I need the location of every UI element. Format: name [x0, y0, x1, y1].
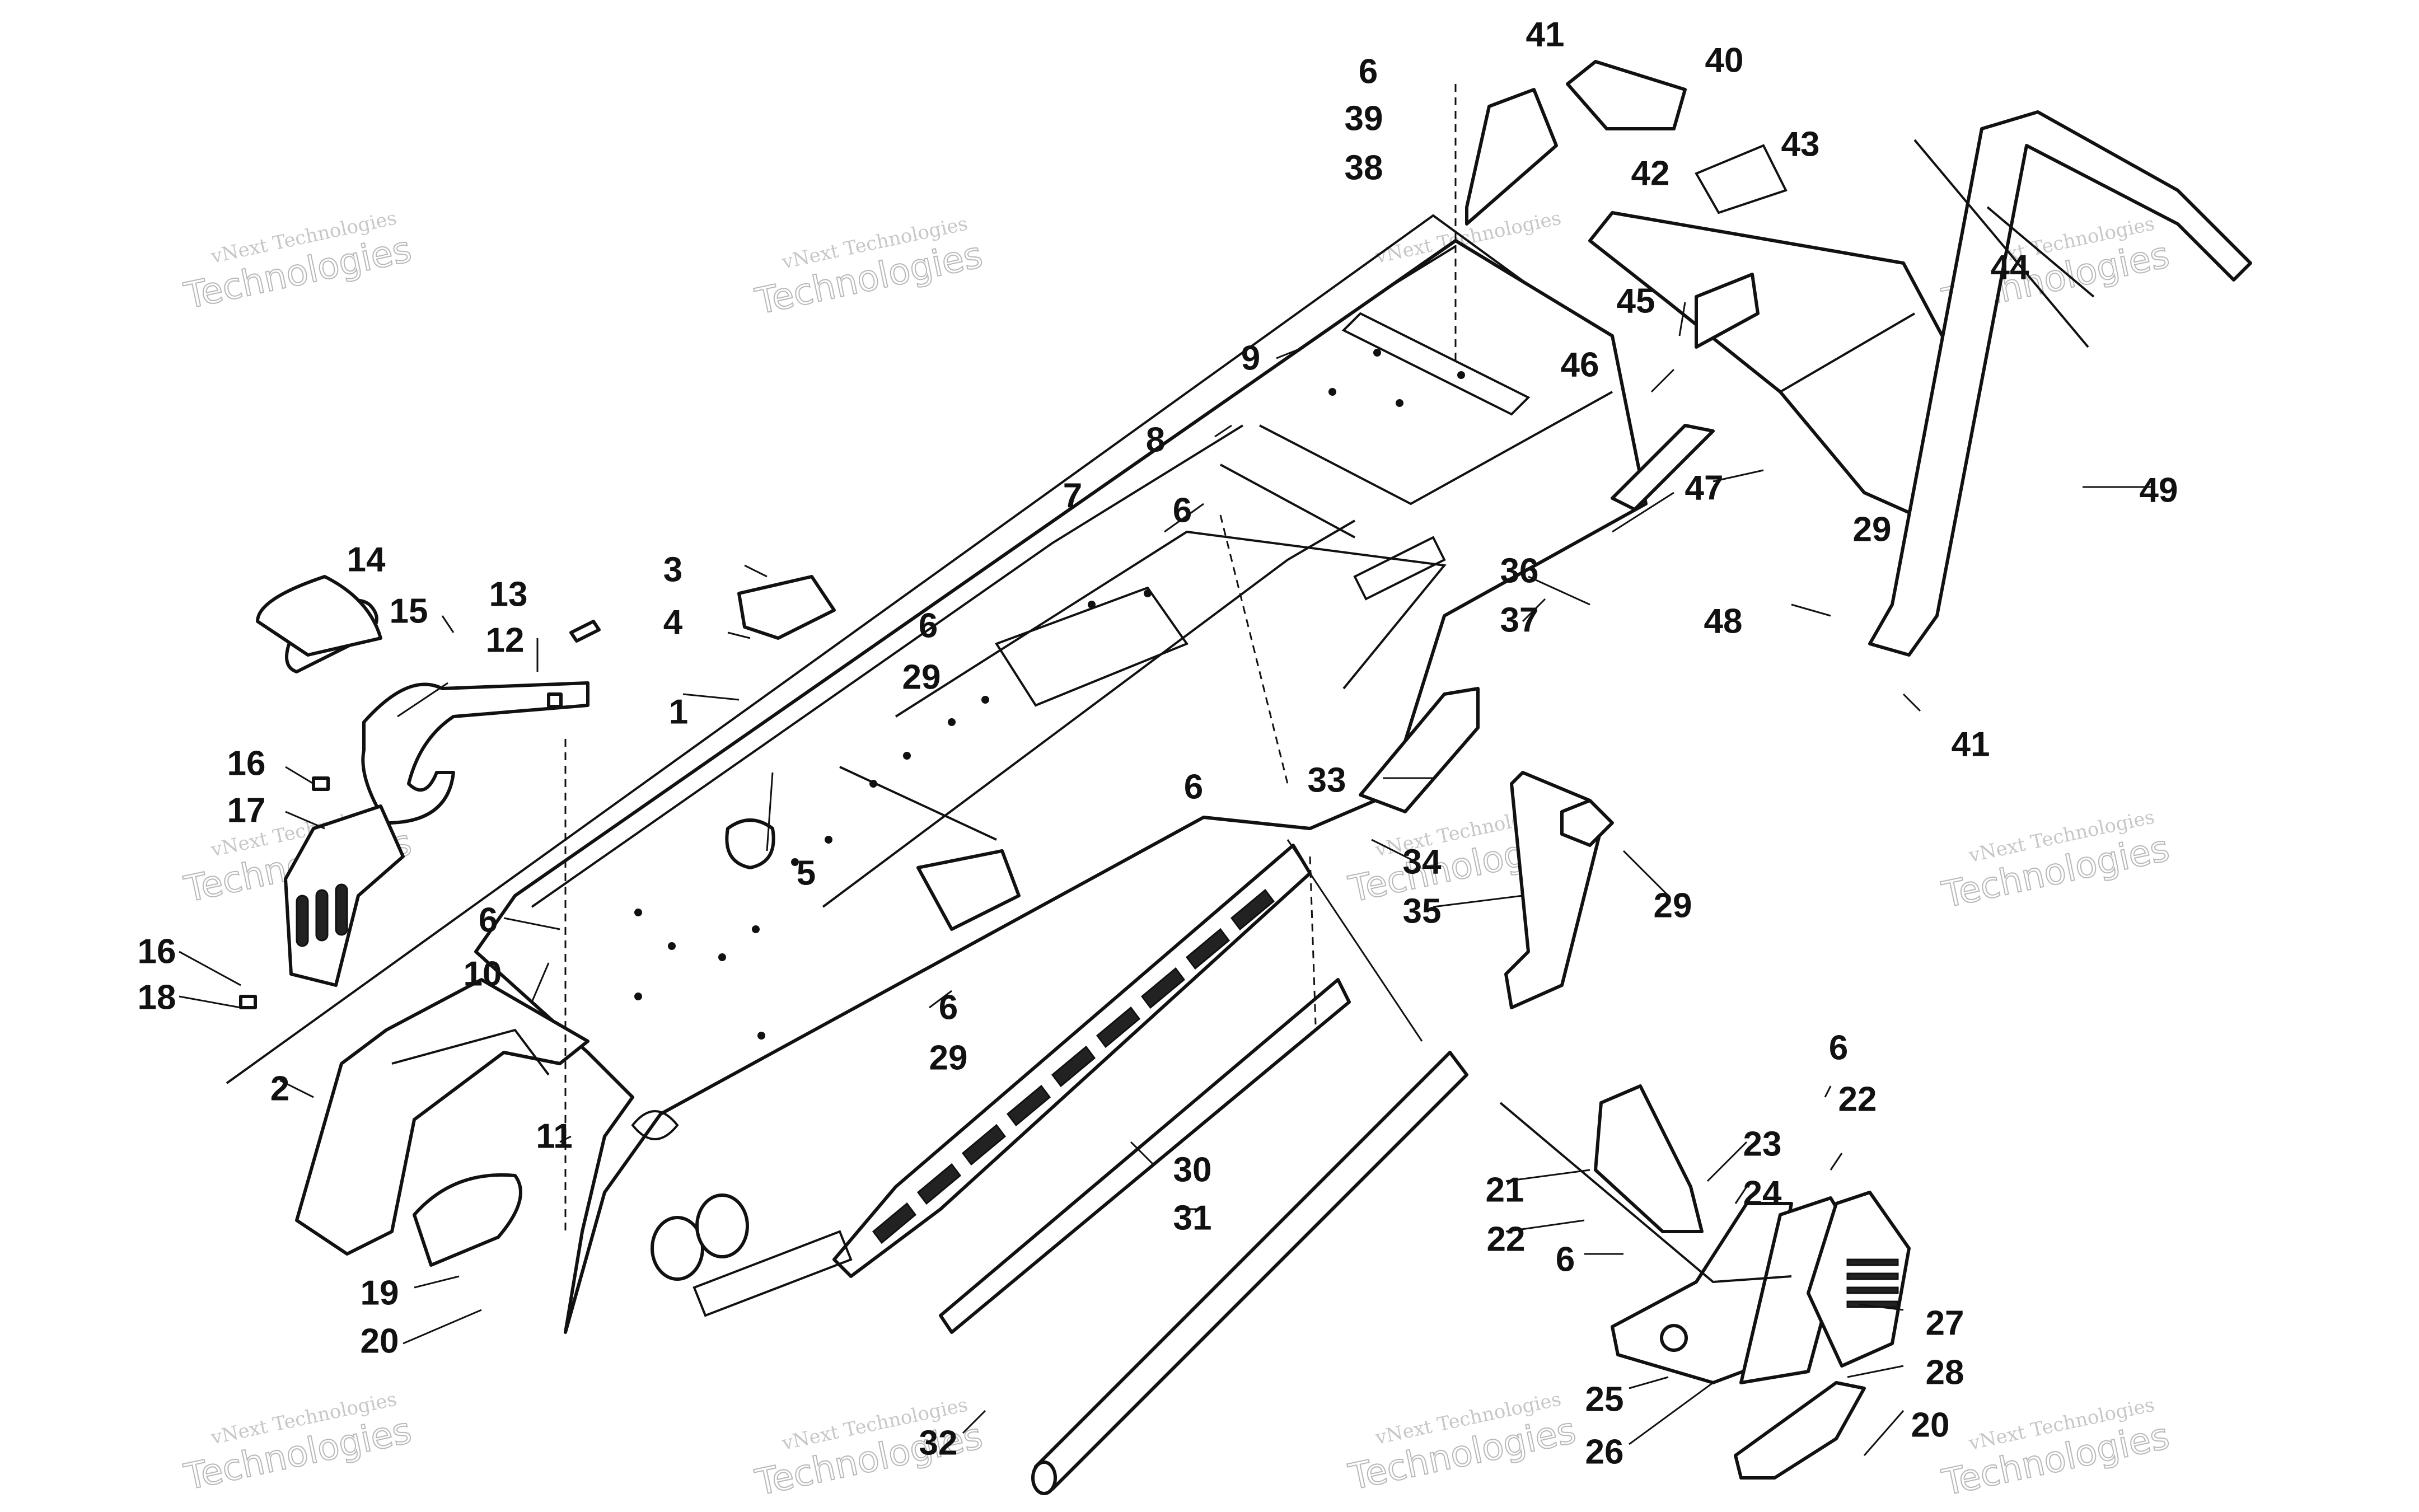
callout-8: 8	[1146, 421, 1165, 460]
callout-labels: 1 2 3 4 5 6 6 6 6 6 6 6 6 6 7 8 9 10 11 …	[138, 16, 2178, 1472]
callout-17: 17	[227, 792, 266, 830]
callout-33: 33	[1308, 761, 1346, 800]
callout-34: 34	[1403, 843, 1442, 882]
hardware	[239, 575, 1021, 1009]
callout-29: 29	[929, 1039, 968, 1078]
callout-14: 14	[347, 541, 386, 579]
callout-22: 22	[1487, 1220, 1526, 1259]
callout-40: 40	[1705, 41, 1744, 80]
callout-48: 48	[1704, 602, 1743, 641]
callout-41: 41	[1952, 725, 1990, 764]
callout-26: 26	[1585, 1433, 1624, 1472]
front-bulkhead-parts	[256, 575, 589, 1267]
callout-44: 44	[1991, 249, 2029, 287]
callout-38: 38	[1345, 149, 1383, 188]
callout-7: 7	[1063, 477, 1082, 516]
callout-1: 1	[669, 693, 688, 732]
callout-11: 11	[536, 1117, 573, 1156]
callout-42: 42	[1631, 155, 1670, 193]
side-panel-louvers	[1846, 1258, 1899, 1308]
callout-23: 23	[1743, 1125, 1782, 1164]
callout-29: 29	[902, 658, 941, 697]
callout-16: 16	[138, 933, 176, 971]
callout-19: 19	[361, 1274, 399, 1313]
heat-exchanger-fins	[872, 888, 1275, 1244]
callout-30: 30	[1173, 1151, 1212, 1190]
callout-18: 18	[138, 979, 176, 1017]
side-panel-assembly	[1499, 1084, 1911, 1480]
callout-16: 16	[227, 745, 266, 783]
callout-6: 6	[1359, 53, 1378, 91]
callout-35: 35	[1403, 892, 1442, 931]
callout-27: 27	[1926, 1304, 1964, 1343]
callout-6: 6	[939, 989, 958, 1027]
callout-15: 15	[390, 592, 428, 631]
callout-6: 6	[919, 607, 938, 645]
callout-5: 5	[797, 854, 816, 893]
callout-31: 31	[1173, 1199, 1212, 1238]
callout-29: 29	[1853, 511, 1892, 549]
callout-45: 45	[1617, 282, 1655, 321]
callout-12: 12	[486, 621, 525, 660]
callout-32: 32	[919, 1424, 958, 1463]
leader-lines	[179, 84, 2155, 1456]
callout-25: 25	[1585, 1380, 1624, 1419]
callout-13: 13	[489, 575, 528, 614]
callout-43: 43	[1781, 125, 1820, 164]
callout-6: 6	[1173, 491, 1192, 530]
callout-36: 36	[1500, 552, 1539, 591]
callout-6: 6	[1556, 1241, 1575, 1279]
callout-20: 20	[361, 1322, 399, 1361]
callout-2: 2	[270, 1070, 289, 1108]
callout-22: 22	[1838, 1080, 1877, 1119]
rivet-holes	[634, 349, 1465, 1040]
callout-37: 37	[1500, 601, 1539, 640]
callout-47: 47	[1685, 469, 1724, 508]
callout-28: 28	[1926, 1354, 1964, 1392]
callout-49: 49	[2140, 471, 2178, 510]
callout-3: 3	[663, 551, 682, 589]
callout-29: 29	[1654, 887, 1692, 925]
callout-6: 6	[1829, 1029, 1848, 1068]
right-side-bracket	[1359, 687, 1614, 1009]
callout-41: 41	[1526, 16, 1565, 54]
callout-24: 24	[1743, 1174, 1782, 1213]
callout-39: 39	[1345, 100, 1383, 138]
callout-21: 21	[1486, 1171, 1524, 1210]
callout-6: 6	[1184, 768, 1203, 807]
callout-20: 20	[1911, 1406, 1950, 1445]
callout-10: 10	[464, 955, 502, 994]
callout-9: 9	[1241, 339, 1260, 378]
callout-4: 4	[663, 603, 683, 642]
callout-46: 46	[1561, 346, 1599, 385]
callout-6: 6	[479, 901, 498, 940]
tunnel-assembly	[474, 239, 1648, 1334]
rear-rack	[1465, 60, 2252, 657]
